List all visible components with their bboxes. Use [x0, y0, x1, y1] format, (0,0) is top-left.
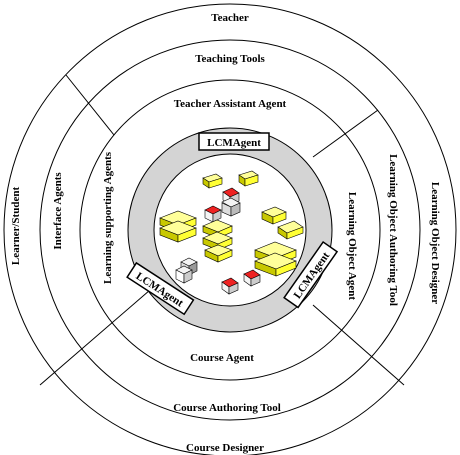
label-learning-object-authoring-tool: Learning Object Authoring Tool [387, 154, 399, 306]
lo-cubes [175, 257, 198, 284]
divider-upper-right [312, 109, 379, 158]
lo-house [243, 269, 261, 287]
lo-block [238, 170, 259, 187]
learning-object-blocks [159, 170, 304, 295]
label-course-designer: Course Designer [186, 442, 264, 454]
lo-stack [254, 241, 297, 277]
label-teacher: Teacher [211, 12, 249, 24]
lo-block [261, 206, 287, 225]
label-interface-agents: Interface Agents [52, 172, 64, 250]
label-learning-object-designer: Learning Object Designer [429, 182, 441, 304]
label-course-authoring-tool: Course Authoring Tool [173, 402, 281, 414]
divider-upper-left [65, 74, 115, 136]
svg-text:LCMAgent: LCMAgent [207, 137, 261, 149]
label-course-agent: Course Agent [190, 352, 254, 364]
divider-lower-left [39, 289, 151, 386]
label-learning-supporting-agents: Learning supporting Agents [102, 151, 114, 284]
label-learner-student: Learner/Student [10, 187, 22, 266]
lo-block [277, 220, 304, 240]
divider-lower-right [312, 304, 405, 386]
lo-block [202, 173, 223, 189]
label-teaching-tools: Teaching Tools [195, 53, 265, 65]
lo-house [221, 277, 239, 295]
label-learning-object-agent: Learning Object Agent [346, 192, 358, 300]
lo-stack [159, 210, 197, 243]
label-teacher-assistant-agent: Teacher Assistant Agent [174, 98, 287, 110]
lo-tower [202, 197, 241, 263]
lcm-agent-box-top: LCMAgent [198, 132, 270, 151]
